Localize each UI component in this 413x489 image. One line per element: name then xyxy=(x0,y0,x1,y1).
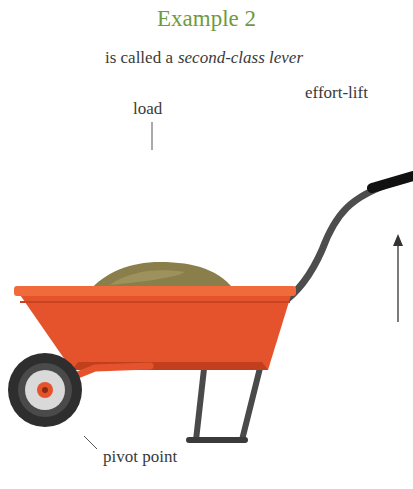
wheel-rim xyxy=(25,370,65,410)
part-label: effort-lift xyxy=(305,84,368,103)
subtitle-line: is called a second-class lever xyxy=(0,49,413,68)
subtitle-term: second-class lever xyxy=(178,48,303,67)
soil-highlight xyxy=(110,270,185,285)
part-label: pivot point xyxy=(103,448,177,467)
tub-rim xyxy=(14,286,296,296)
wheel-hub xyxy=(37,382,53,398)
tub-rim-shade xyxy=(20,301,290,303)
subtitle-text: is called a xyxy=(105,48,173,67)
wheel-axle xyxy=(42,387,48,393)
wheel-tread xyxy=(18,363,72,417)
arrow-head xyxy=(393,234,403,246)
effort-arrow xyxy=(397,240,398,322)
title: Example 2 xyxy=(0,6,413,31)
wheel-tire xyxy=(8,353,82,427)
leader-line xyxy=(152,122,153,150)
part-label: load xyxy=(133,100,162,119)
leg-foot xyxy=(186,437,248,443)
handle-grip xyxy=(372,176,413,188)
leader-line xyxy=(84,436,97,449)
